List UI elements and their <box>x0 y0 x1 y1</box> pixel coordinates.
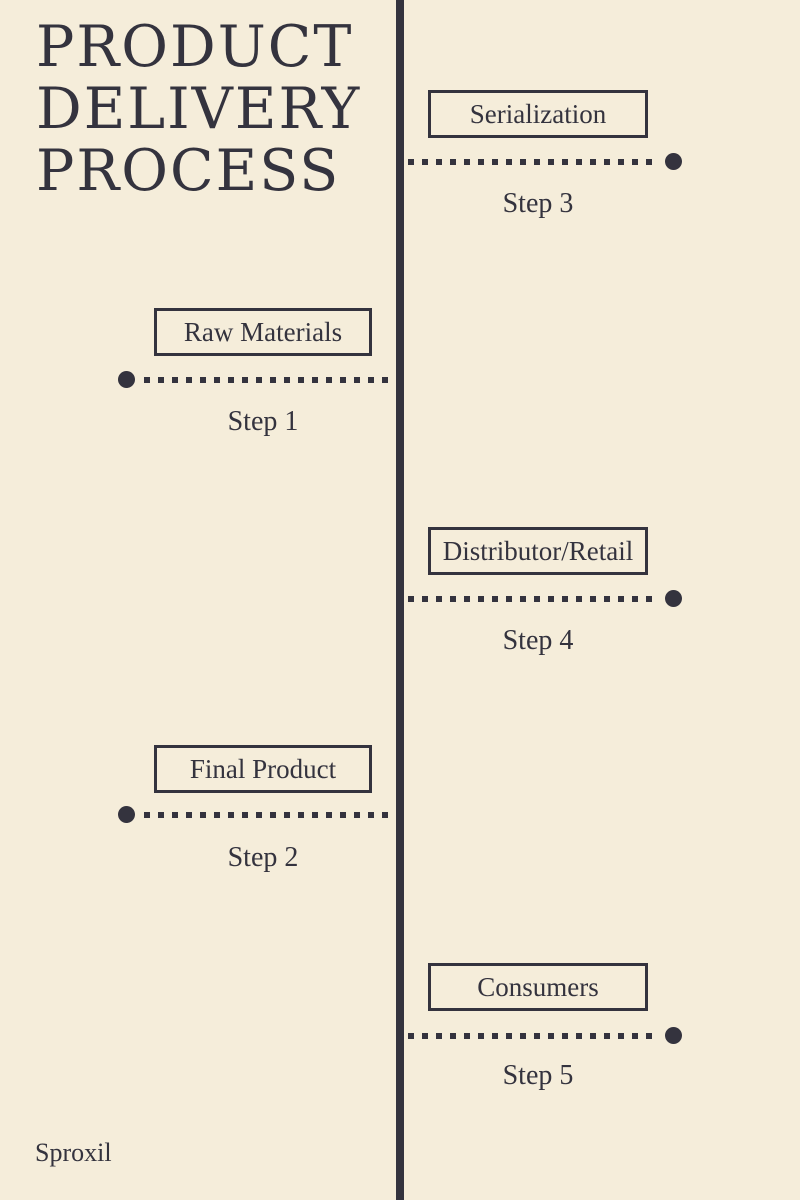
timeline-dotted-line-step3 <box>408 153 682 170</box>
dotted-line <box>144 377 390 383</box>
step-box-consumers: Consumers <box>428 963 648 1011</box>
brand-logo-text: Sproxil <box>35 1138 112 1167</box>
step-box-distributor-retail: Distributor/Retail <box>428 527 648 575</box>
step-label-4: Step 4 <box>502 625 574 656</box>
timeline-dotted-line-step1 <box>118 371 390 388</box>
timeline-dot-icon <box>665 1027 682 1044</box>
dotted-line <box>144 812 390 818</box>
step-label-2: Step 2 <box>227 842 299 873</box>
step-label-3: Step 3 <box>502 188 574 219</box>
page-title: PRODUCT DELIVERY PROCESS <box>36 16 361 202</box>
timeline-dotted-line-step5 <box>408 1027 682 1044</box>
timeline-dotted-line-step2 <box>118 806 390 823</box>
timeline-dot-icon <box>665 153 682 170</box>
page-title-line-1: PRODUCT <box>36 14 354 80</box>
step-box-serialization: Serialization <box>428 90 648 138</box>
step-label-5: Step 5 <box>502 1060 574 1091</box>
step-box-raw-materials: Raw Materials <box>154 308 372 356</box>
timeline-dot-icon <box>118 806 135 823</box>
page-title-line-3: PROCESS <box>36 138 341 204</box>
timeline-dot-icon <box>665 590 682 607</box>
page-title-line-2: DELIVERY <box>36 76 362 142</box>
timeline-dotted-line-step4 <box>408 590 682 607</box>
vertical-timeline-line <box>396 0 404 1200</box>
dotted-line <box>408 159 654 165</box>
dotted-line <box>408 596 654 602</box>
dotted-line <box>408 1033 654 1039</box>
step-box-final-product: Final Product <box>154 745 372 793</box>
step-label-1: Step 1 <box>227 406 299 437</box>
timeline-dot-icon <box>118 371 135 388</box>
